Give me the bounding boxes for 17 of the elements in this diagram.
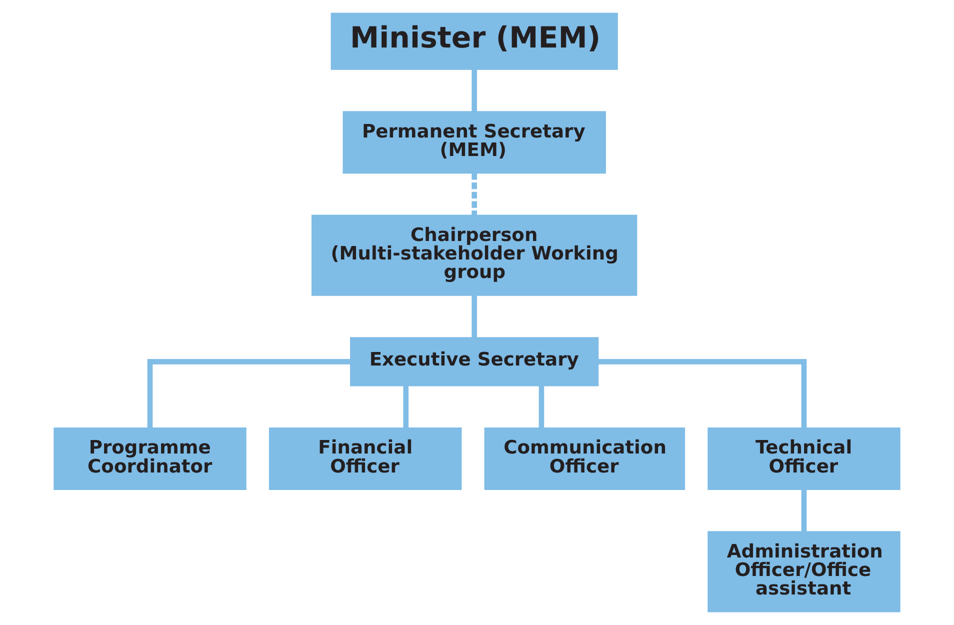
connector <box>472 173 477 216</box>
connector <box>598 359 807 428</box>
connector <box>472 69 477 112</box>
node-box: Communication Officer <box>484 427 686 490</box>
node-box: Minister (MEM) <box>330 12 618 70</box>
node-box: Programme Coordinator <box>54 427 246 490</box>
node-box: Technical Officer <box>708 427 900 490</box>
node-box: Financial Officer <box>268 427 462 490</box>
connector <box>472 296 477 338</box>
connector <box>538 386 544 428</box>
connector <box>403 386 409 428</box>
node-box: Chairperson (Multi-stakeholder Working group <box>312 214 638 296</box>
connector <box>147 359 350 428</box>
connector <box>801 490 807 532</box>
node-box: Permanent Secretary (MEM) <box>342 111 606 174</box>
node-box: Executive Secretary <box>350 337 599 386</box>
node-box: Administration Officer/Office assistant <box>708 531 900 612</box>
